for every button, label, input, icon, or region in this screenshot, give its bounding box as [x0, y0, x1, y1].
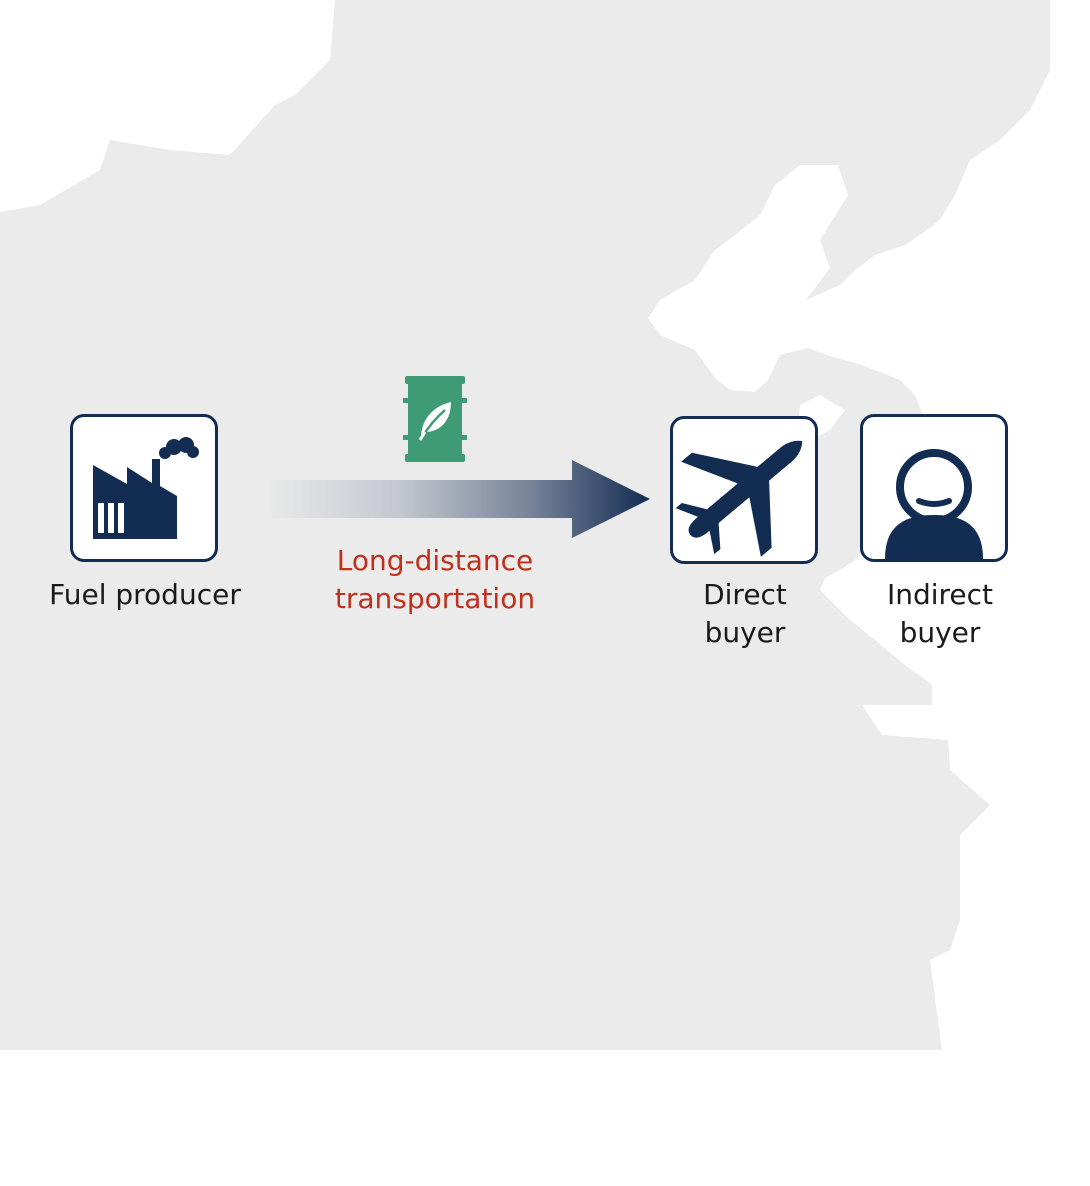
producer-label-line1: Fuel producer	[49, 578, 241, 611]
airplane-icon	[675, 440, 803, 557]
transport-label-line2: transportation	[334, 582, 536, 615]
map-land	[0, 0, 1050, 1050]
transport-arrow	[262, 460, 650, 538]
direct-buyer-icon-box	[670, 416, 818, 564]
producer-icon-box	[70, 414, 218, 562]
indirect-buyer-label-line2: buyer	[899, 616, 981, 649]
direct-buyer-label: Direct buyer	[660, 576, 830, 652]
factory-icon	[93, 437, 199, 539]
indirect-buyer-label-line1: Indirect	[886, 578, 994, 611]
direct-buyer-label-line1: Direct	[703, 578, 787, 611]
transport-label: Long-distance transportation	[285, 542, 585, 618]
indirect-buyer-icon-box	[860, 414, 1008, 562]
producer-label: Fuel producer	[30, 576, 260, 614]
person-icon	[885, 449, 983, 559]
transport-label-line1: Long-distance	[336, 544, 534, 577]
indirect-buyer-label: Indirect buyer	[850, 576, 1030, 652]
direct-buyer-label-line2: buyer	[704, 616, 786, 649]
fuel-barrel-leaf-icon	[403, 376, 467, 462]
